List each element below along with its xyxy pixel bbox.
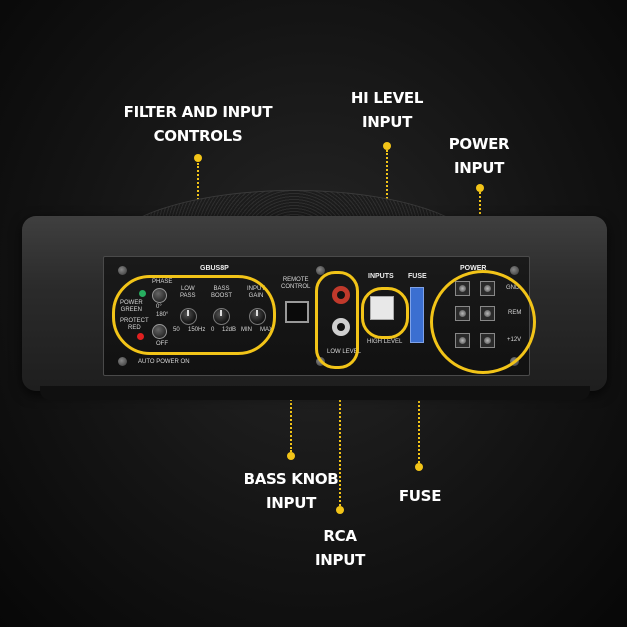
model-label: GBUS8P (200, 265, 229, 272)
callout-filter-dot (194, 154, 202, 162)
low-pass-knob[interactable] (180, 308, 197, 325)
callout-power-line1: POWER (448, 135, 510, 153)
power-input-highlight (430, 270, 536, 374)
phase-switch[interactable] (152, 288, 167, 303)
callout-fuse-line1: FUSE (398, 487, 442, 505)
off-label: OFF (156, 341, 168, 347)
low-pass-min-label: 50 (173, 327, 180, 333)
panel-screw (510, 266, 519, 275)
callout-bass-knob-line2: INPUT (265, 494, 317, 512)
high-level-label: HIGH LEVEL (367, 339, 403, 345)
callout-bass-knob-input: BASS KNOB INPUT (236, 467, 346, 515)
bass-boost-knob[interactable] (213, 308, 230, 325)
callout-power-dot (476, 184, 484, 192)
hi-level-input-highlight (361, 287, 409, 339)
fuse-label: FUSE (408, 273, 427, 280)
panel-screw (118, 357, 127, 366)
callout-hi-level-input: HI LEVEL INPUT (337, 86, 437, 134)
callout-power-line2: INPUT (453, 159, 505, 177)
callout-fuse-dot (415, 463, 423, 471)
callout-rca-input: RCA INPUT (300, 524, 380, 572)
low-pass-max-label: 150Hz (188, 327, 206, 333)
phase-label: PHASE (152, 279, 173, 285)
callout-rca-line2: INPUT (314, 551, 366, 569)
remote-control-port[interactable] (285, 301, 309, 323)
callout-power-input: POWER INPUT (434, 132, 524, 180)
callout-hi-level-line2: INPUT (361, 113, 413, 131)
callout-filter-line1: FILTER AND INPUT (123, 103, 273, 121)
callout-bass-knob-dot (287, 452, 295, 460)
panel-screw (118, 266, 127, 275)
callout-rca-leader (339, 369, 341, 506)
callout-rca-dot (336, 506, 344, 514)
bass-boost-min-label: 0 (211, 327, 215, 333)
callout-rca-line1: RCA (323, 527, 357, 545)
callout-filter-line2: CONTROLS (153, 127, 243, 145)
callout-fuse: FUSE (385, 484, 455, 508)
filter-controls-highlight (112, 275, 276, 355)
auto-power-switch[interactable] (152, 324, 167, 339)
bass-boost-label: BASS BOOST (211, 286, 233, 299)
callout-filter-input-controls: FILTER AND INPUT CONTROLS (118, 100, 278, 148)
callout-hi-level-dot (383, 142, 391, 150)
panel-screw (316, 266, 325, 275)
callout-bass-knob-line1: BASS KNOB (243, 470, 339, 488)
rca-left-input[interactable] (332, 318, 350, 336)
power-label: POWER (460, 265, 487, 272)
rca-input-highlight (315, 271, 359, 369)
callout-fuse-leader (418, 352, 420, 463)
subwoofer-base (40, 386, 590, 400)
phase-0-label: 0° (156, 304, 162, 310)
inputs-label: INPUTS (368, 273, 394, 280)
phase-180-label: 180° (156, 312, 169, 318)
bass-boost-max-label: 12dB (222, 327, 237, 333)
auto-power-on-label: AUTO POWER ON (138, 359, 190, 365)
low-pass-label: LOW PASS (180, 286, 196, 299)
callout-hi-level-line1: HI LEVEL (350, 89, 424, 107)
fuse-holder[interactable] (410, 287, 424, 343)
remote-control-label: REMOTE CONTROL (281, 277, 311, 290)
